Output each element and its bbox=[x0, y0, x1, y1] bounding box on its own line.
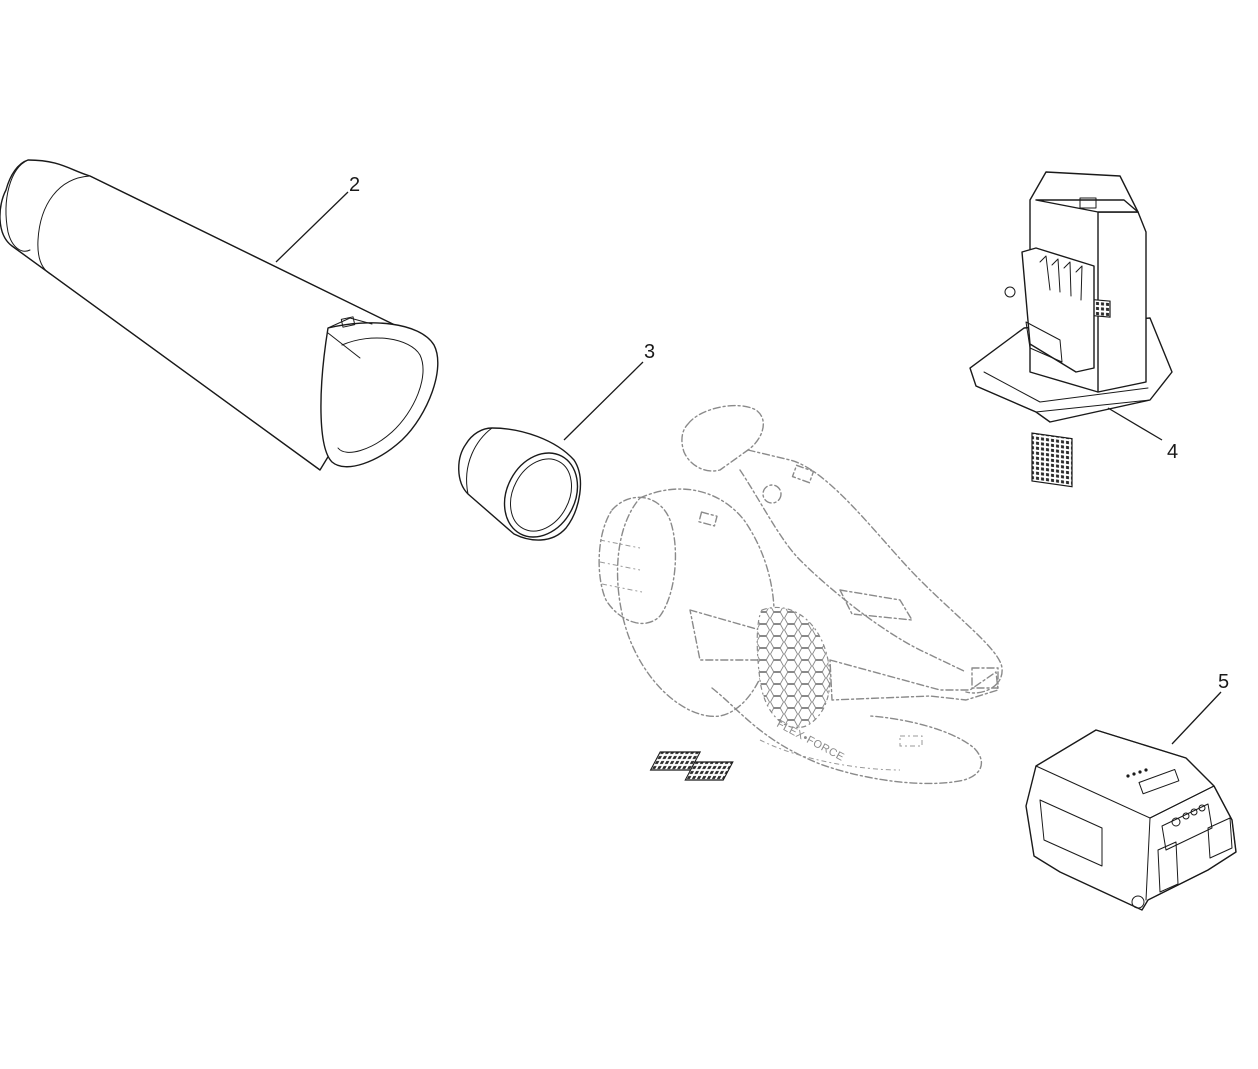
leaf-blower-body-icon: FLEX•FORCE bbox=[598, 404, 1003, 785]
callout-number: 4 bbox=[1167, 441, 1178, 463]
leader-line bbox=[275, 191, 349, 263]
callout-3: 3 bbox=[563, 341, 655, 441]
callout-5: 5 bbox=[1171, 671, 1229, 745]
leader-line bbox=[563, 361, 644, 441]
callout-number: 5 bbox=[1218, 671, 1229, 693]
blower-body: FLEX•FORCE bbox=[598, 404, 1003, 785]
charger-icon bbox=[969, 171, 1173, 488]
battery-charger bbox=[969, 171, 1173, 488]
brand-label: FLEX•FORCE bbox=[775, 718, 847, 764]
led-dot bbox=[1132, 772, 1136, 776]
nozzle-ring bbox=[458, 427, 582, 541]
led-dot bbox=[1126, 774, 1130, 778]
battery-pack bbox=[649, 729, 1237, 911]
callout-4: 4 bbox=[1107, 407, 1178, 463]
leader-line bbox=[1107, 407, 1163, 441]
blower-tube bbox=[0, 159, 439, 471]
callout-2: 2 bbox=[275, 174, 360, 263]
callout-number: 3 bbox=[644, 341, 655, 363]
led-dot bbox=[1138, 770, 1142, 774]
battery-icon bbox=[649, 729, 1237, 911]
tube-icon bbox=[0, 159, 439, 471]
ring-icon bbox=[458, 427, 582, 541]
callout-number: 2 bbox=[349, 174, 360, 196]
leader-line bbox=[1171, 691, 1222, 745]
led-dot bbox=[1144, 768, 1148, 772]
